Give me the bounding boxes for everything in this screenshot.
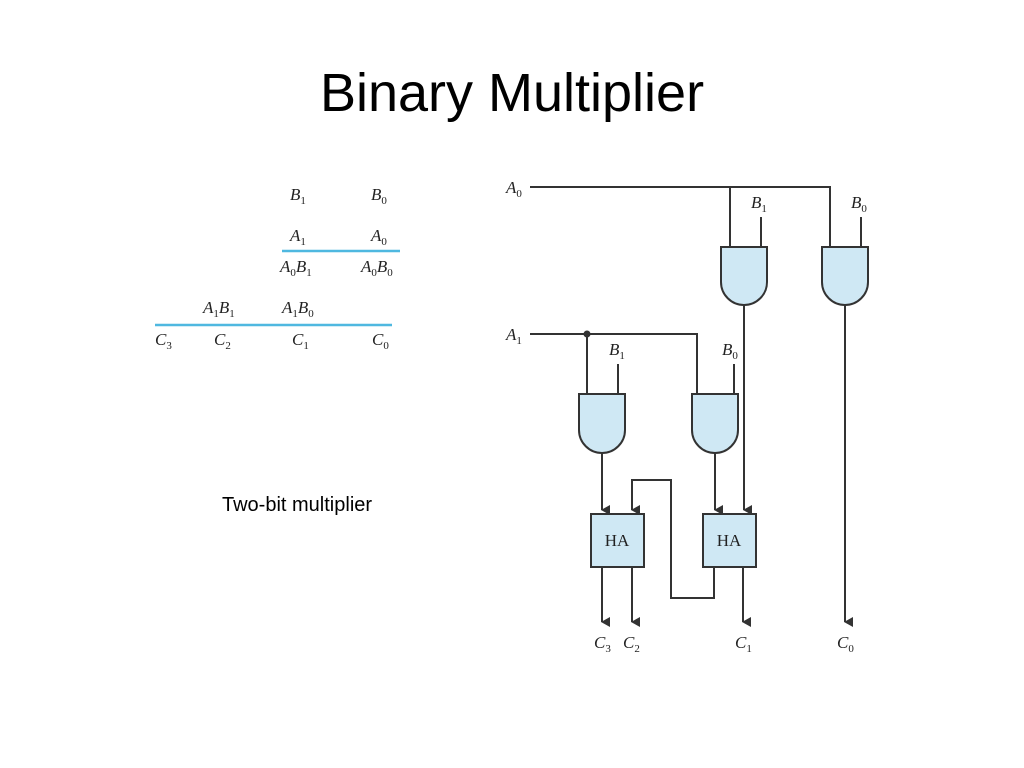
mult-b1: B1 xyxy=(290,185,306,207)
and-gate-a1b1 xyxy=(578,393,626,454)
and-gate-a0b1 xyxy=(720,246,768,306)
mult-c0: C0 xyxy=(372,330,389,352)
input-b1-mid-label: B1 xyxy=(609,340,625,362)
half-adder-right xyxy=(702,513,757,568)
and-gate-a0b0 xyxy=(821,246,869,306)
carry-wire xyxy=(631,479,715,599)
input-b1-top-label: B1 xyxy=(751,193,767,215)
junction-dot xyxy=(583,330,591,338)
mult-a0: A0 xyxy=(370,226,387,248)
mult-c1: C1 xyxy=(292,330,309,352)
input-b0-mid-label: B0 xyxy=(722,340,738,362)
half-adder-left-label: HA xyxy=(605,531,630,550)
output-c0-label: C0 xyxy=(837,633,854,655)
mult-b0: B0 xyxy=(371,185,387,207)
mult-a1b0: A1B0 xyxy=(281,298,314,320)
output-c2-label: C2 xyxy=(623,633,640,655)
half-adder-left xyxy=(590,513,645,568)
mult-c3: C3 xyxy=(155,330,172,352)
a0-wire xyxy=(530,186,831,247)
input-a1-label: A1 xyxy=(505,325,522,347)
slide-title: Binary Multiplier xyxy=(319,63,705,123)
mult-a1b1: A1B1 xyxy=(202,298,235,320)
multiplication-layout: B1 B0 A1 A0 A0B1 A0B0 A1B1 A1B0 C3 C2 C1… xyxy=(155,185,400,352)
output-c3-label: C3 xyxy=(594,633,611,655)
mult-a0b0: A0B0 xyxy=(360,257,393,279)
output-c1-label: C1 xyxy=(735,633,752,655)
mult-a0b1: A0B1 xyxy=(279,257,312,279)
mult-c2: C2 xyxy=(214,330,231,352)
mult-a1: A1 xyxy=(289,226,306,248)
and-gate-a1b0 xyxy=(691,393,739,454)
input-a0-label: A0 xyxy=(505,178,522,200)
multiplier-circuit: A0 A1 B1 B0 B1 B0 HA HA xyxy=(505,178,869,655)
input-b0-top-label: B0 xyxy=(851,193,867,215)
half-adder-right-label: HA xyxy=(717,531,742,550)
figure-caption: Two-bit multiplier xyxy=(222,494,373,516)
